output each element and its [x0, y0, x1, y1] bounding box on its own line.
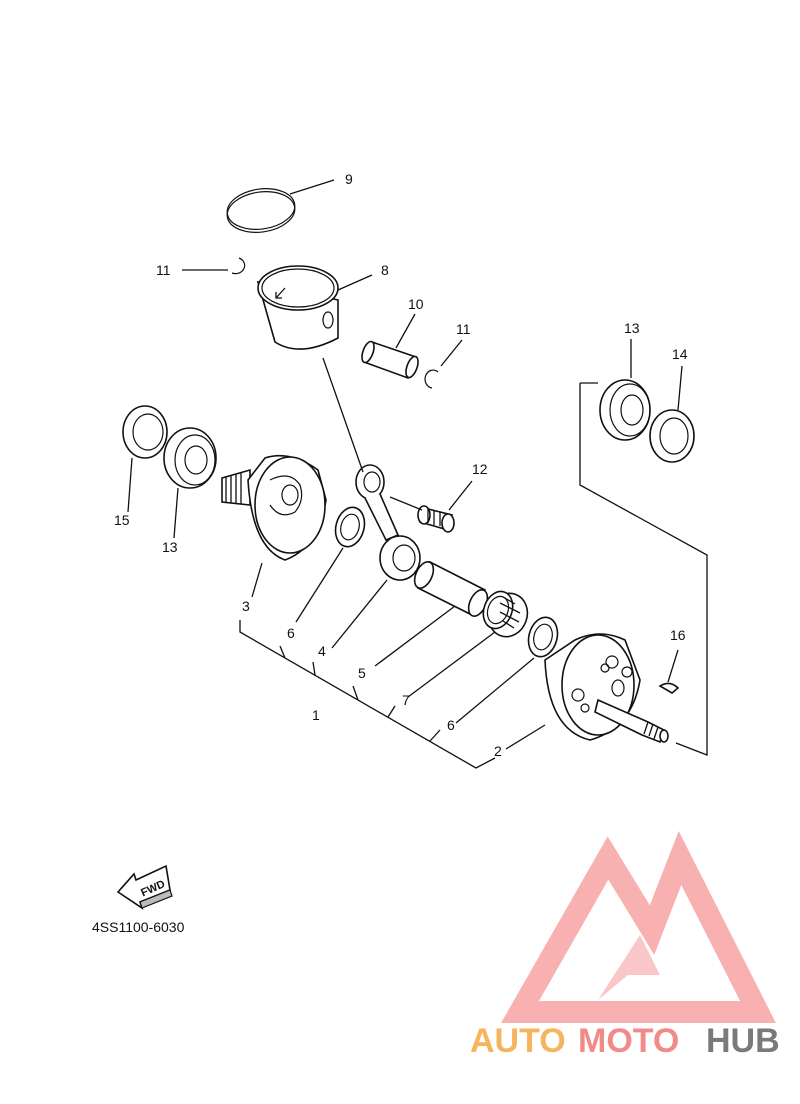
bearing-left	[163, 427, 217, 489]
crank-pin	[413, 560, 489, 617]
callout-10: 10	[408, 296, 424, 312]
callout-11-right: 11	[456, 321, 471, 337]
circlip-left	[231, 257, 246, 275]
watermark-hub: HUB	[706, 1022, 780, 1060]
woodruff-key	[658, 682, 680, 694]
callout-1: 1	[312, 707, 320, 723]
callout-9: 9	[345, 171, 353, 187]
bearing-right	[599, 379, 651, 441]
connecting-rod	[355, 464, 421, 581]
callout-15: 15	[114, 512, 130, 528]
piston-ring	[226, 188, 296, 233]
crank-right	[544, 633, 669, 744]
callout-16: 16	[670, 627, 686, 643]
watermark-moto: MOTO	[578, 1022, 679, 1060]
callout-8: 8	[381, 262, 389, 278]
callout-5: 5	[358, 665, 366, 681]
callout-3: 3	[242, 598, 250, 614]
oil-seal-left	[122, 405, 168, 459]
crank-left	[221, 454, 327, 561]
callout-12: 12	[472, 461, 488, 477]
circlip-right	[424, 369, 439, 389]
piston-pin	[361, 340, 419, 380]
callout-11-left: 11	[156, 262, 171, 278]
callout-2: 2	[494, 743, 502, 759]
part-code: 4SS1100-6030	[92, 919, 185, 935]
piston	[256, 265, 339, 350]
callout-14: 14	[672, 346, 688, 362]
oil-seal-right	[649, 409, 695, 463]
assembly-bracket	[239, 620, 496, 769]
washer-right	[527, 616, 559, 658]
watermark-auto: AUTO	[470, 1022, 566, 1060]
washer-left	[334, 506, 366, 548]
callout-7: 7	[402, 692, 410, 708]
callout-6-left: 6	[287, 625, 295, 641]
small-end-bearing	[417, 505, 455, 533]
logo-triangle	[501, 831, 776, 1023]
fwd-arrow-icon: FWD	[116, 864, 173, 910]
watermark-text: AUTO MOTO HUB	[470, 1022, 780, 1060]
watermark-logo	[501, 831, 776, 1023]
big-end-bearing	[482, 590, 529, 638]
callout-13-right: 13	[624, 320, 640, 336]
callout-6-right: 6	[447, 717, 455, 733]
callout-13-left: 13	[162, 539, 178, 555]
callout-4: 4	[318, 643, 326, 659]
